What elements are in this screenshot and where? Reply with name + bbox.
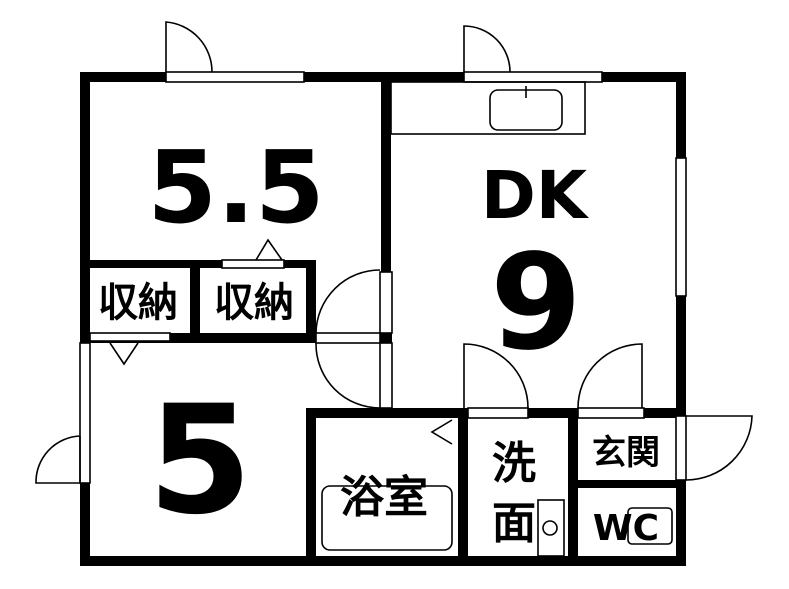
bath-label: 浴室 bbox=[340, 472, 428, 523]
toilet-fixture bbox=[627, 507, 673, 545]
wash-basin bbox=[537, 499, 565, 557]
entrance-label: 玄関 bbox=[592, 433, 660, 473]
doors bbox=[35, 21, 753, 484]
bathtub bbox=[321, 485, 453, 551]
washroom-label-2: 面 bbox=[492, 498, 536, 549]
room-a-size: 5.5 bbox=[147, 129, 324, 246]
storage-1-label: 収納 bbox=[98, 280, 178, 326]
room-b-size: 5 bbox=[148, 374, 252, 548]
dk-label: DK bbox=[481, 157, 590, 234]
storage-2-label: 収納 bbox=[214, 280, 294, 326]
fixtures bbox=[321, 81, 673, 557]
dk-size: 9 bbox=[490, 226, 582, 380]
kitchen-counter bbox=[390, 81, 586, 135]
toilet-label: WC bbox=[593, 508, 659, 549]
washroom-label-1: 洗 bbox=[492, 438, 536, 489]
windows bbox=[79, 71, 687, 484]
